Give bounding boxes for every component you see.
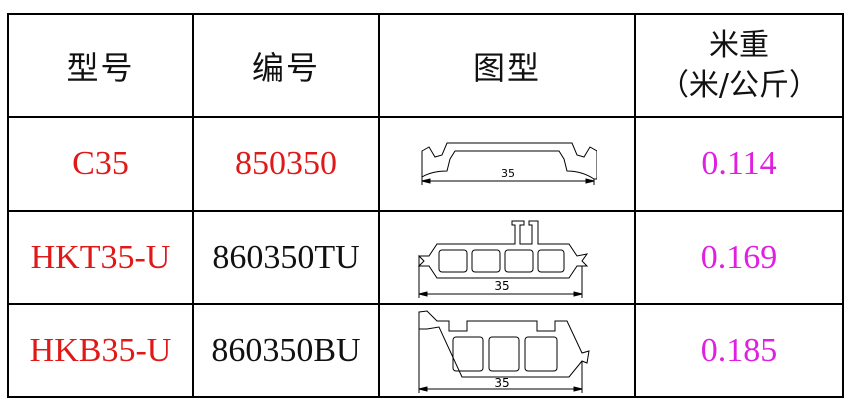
code-cell: 860350TU	[192, 210, 380, 305]
code-cell: 860350BU	[192, 303, 380, 398]
header-code: 编号	[192, 13, 380, 118]
profile-cell: 35	[378, 303, 636, 398]
header-row: 型号 编号 图型 米重 （米/公斤）	[7, 13, 844, 118]
product-spec-table: 型号 编号 图型 米重 （米/公斤） C35 850350 35 0.114 H…	[7, 13, 844, 398]
model-cell: HKB35-U	[7, 303, 194, 398]
hkt35-u-profile-drawing-icon: 35	[417, 220, 589, 298]
header-profile: 图型	[378, 13, 636, 118]
table-row: HKB35-U 860350BU 35 0.185	[7, 303, 844, 398]
header-model: 型号	[7, 13, 194, 118]
profile-cell: 35	[378, 116, 636, 212]
hkb35-u-profile-drawing-icon: 35	[418, 309, 590, 393]
model-cell: C35	[7, 116, 194, 212]
weight-cell: 0.114	[634, 116, 844, 212]
model-cell: HKT35-U	[7, 210, 194, 305]
svg-text:35: 35	[501, 167, 515, 180]
header-weight: 米重 （米/公斤）	[634, 13, 844, 118]
svg-text:35: 35	[494, 376, 509, 390]
table-row: C35 850350 35 0.114	[7, 116, 844, 212]
profile-cell: 35	[378, 210, 636, 305]
svg-text:35: 35	[494, 279, 509, 293]
table-row: HKT35-U 860350TU 35 0.169	[7, 210, 844, 305]
weight-cell: 0.169	[634, 210, 844, 305]
weight-cell: 0.185	[634, 303, 844, 398]
code-cell: 850350	[192, 116, 380, 212]
c35-profile-drawing-icon: 35	[421, 142, 597, 185]
